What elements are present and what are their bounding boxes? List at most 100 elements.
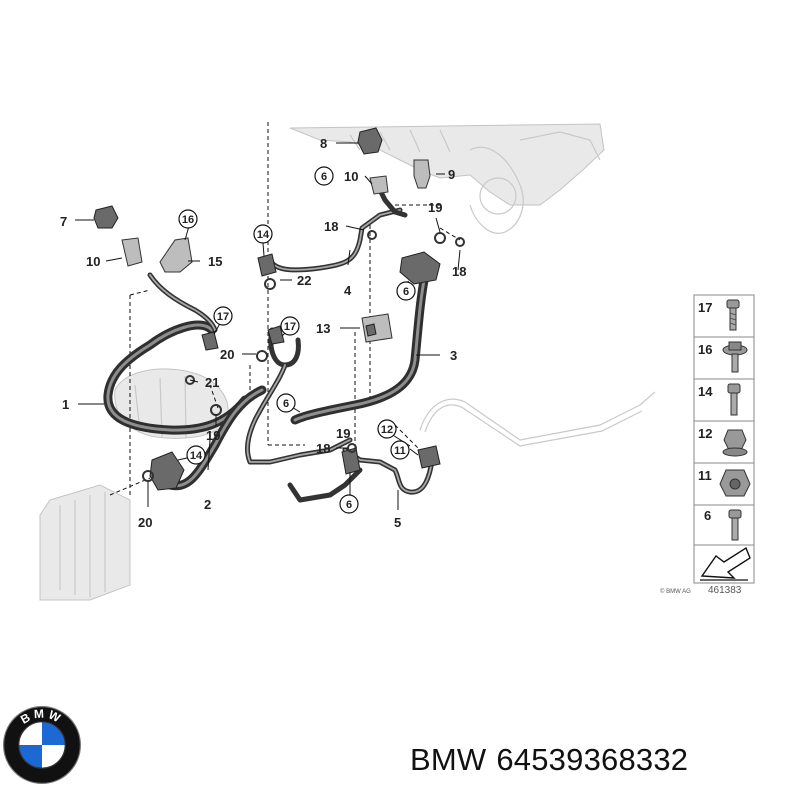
bmw-logo: BMW <box>2 706 81 784</box>
bolt-17-icon <box>726 299 740 331</box>
svg-text:3: 3 <box>450 348 457 363</box>
callout-6-low: 6 <box>339 494 359 514</box>
callout-6-mid: 6 <box>276 393 296 413</box>
svg-text:7: 7 <box>60 214 67 229</box>
part-15-bracket <box>159 237 193 273</box>
svg-text:22: 22 <box>297 273 311 288</box>
svg-text:17: 17 <box>217 311 229 323</box>
engine-ghost <box>289 123 605 234</box>
legend-label-17: 17 <box>698 300 712 315</box>
svg-text:19: 19 <box>428 200 442 215</box>
brand-name: BMW <box>410 742 487 777</box>
part-10b-valve <box>121 237 143 267</box>
callout-6-top: 6 <box>314 166 334 186</box>
callout-4: 4 <box>344 283 352 298</box>
svg-text:17: 17 <box>284 321 296 333</box>
svg-text:6: 6 <box>403 286 409 298</box>
callout-19-top: 19 <box>428 200 442 215</box>
svg-text:15: 15 <box>208 254 222 269</box>
compressor-ghost <box>114 368 229 439</box>
svg-text:6: 6 <box>346 499 352 511</box>
part-caption: BMW 64539368332 <box>410 742 698 778</box>
callout-19-low: 19 <box>206 428 220 443</box>
svg-text:6: 6 <box>283 398 289 410</box>
callout-14-top: 14 <box>253 224 273 244</box>
svg-text:12: 12 <box>381 424 393 436</box>
diagram-number: 461383 <box>708 585 742 596</box>
svg-text:BMW: BMW <box>18 707 65 727</box>
callout-2: 2 <box>204 497 211 512</box>
callout-6-right: 6 <box>396 281 416 301</box>
callout-19-low2: 19 <box>336 426 350 441</box>
guide-lines <box>109 122 461 496</box>
legend-cell-16 <box>693 336 755 380</box>
part-7-cap <box>93 205 119 229</box>
svg-text:13: 13 <box>316 321 330 336</box>
ghost-pipe-right <box>419 391 656 447</box>
callout-10-left: 10 <box>86 254 100 269</box>
flange-bolt-16-icon <box>722 341 748 373</box>
nut-12-icon <box>722 429 748 457</box>
callout-17-left: 17 <box>213 306 233 326</box>
svg-text:18: 18 <box>324 219 338 234</box>
part-9-sensor <box>413 159 431 189</box>
svg-text:1: 1 <box>62 397 69 412</box>
callout-22: 22 <box>297 273 311 288</box>
callout-8: 8 <box>320 136 327 151</box>
condenser-ghost <box>39 484 131 601</box>
part-number: 64539368332 <box>496 742 689 777</box>
callout-13: 13 <box>316 321 330 336</box>
callout-17-mid: 17 <box>280 316 300 336</box>
svg-text:20: 20 <box>138 515 152 530</box>
svg-text:20: 20 <box>220 347 234 362</box>
svg-text:14: 14 <box>190 450 203 462</box>
legend-label-16: 16 <box>698 342 712 357</box>
part-expansion-valve <box>399 251 441 285</box>
svg-text:10: 10 <box>344 169 358 184</box>
part-14-connector <box>149 253 277 491</box>
copyright-text: © BMW AG <box>660 588 691 595</box>
svg-text:14: 14 <box>257 229 270 241</box>
hose-3 <box>290 270 430 425</box>
callout-16: 16 <box>178 209 198 229</box>
hex-nut-11-icon <box>719 469 751 497</box>
hose-2 <box>165 385 267 491</box>
svg-text:5: 5 <box>394 515 401 530</box>
callout-20-low: 20 <box>138 515 152 530</box>
callout-3: 3 <box>450 348 457 363</box>
callout-11: 11 <box>390 440 410 460</box>
legend-label-6: 6 <box>704 508 711 523</box>
svg-text:18: 18 <box>452 264 466 279</box>
svg-text:11: 11 <box>394 445 406 457</box>
part-sealing-rings <box>142 230 465 482</box>
callout-7: 7 <box>60 214 67 229</box>
callout-20-mid: 20 <box>220 347 234 362</box>
legend-cell-14 <box>693 378 755 422</box>
svg-text:16: 16 <box>182 214 194 226</box>
part-13-block <box>361 313 393 343</box>
callout-21: 21 <box>205 375 219 390</box>
callout-1: 1 <box>62 397 69 412</box>
callout-18-low: 18 <box>316 441 330 456</box>
svg-text:2: 2 <box>204 497 211 512</box>
logo-text: BMW <box>18 707 62 727</box>
callout-15: 15 <box>208 254 222 269</box>
legend-label-11: 11 <box>698 468 712 483</box>
svg-text:4: 4 <box>344 283 352 298</box>
part-8-cap <box>357 127 383 155</box>
legend-label-12: 12 <box>698 426 712 441</box>
svg-text:21: 21 <box>205 375 219 390</box>
svg-text:9: 9 <box>448 167 455 182</box>
callout-5: 5 <box>394 515 401 530</box>
part-10a-valve <box>369 175 389 195</box>
legend-cell-6 <box>693 504 755 546</box>
svg-text:8: 8 <box>320 136 327 151</box>
callout-9: 9 <box>448 167 455 182</box>
fastener-legend: 17 16 14 12 11 6 <box>660 294 755 596</box>
callout-18-top: 18 <box>324 219 338 234</box>
svg-text:19: 19 <box>336 426 350 441</box>
legend-label-14: 14 <box>698 384 713 399</box>
callout-12: 12 <box>377 419 397 439</box>
bolt-6-icon <box>728 509 742 541</box>
